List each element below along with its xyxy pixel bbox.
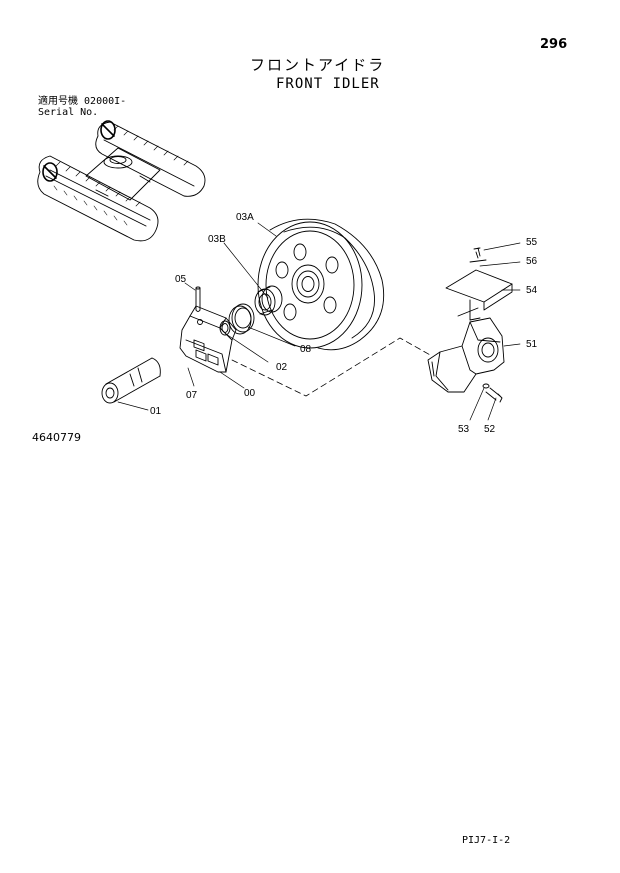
serial-label-english: Serial No. [38, 107, 99, 118]
serial-value: 02000I- [84, 96, 127, 107]
callout-56: 56 [526, 256, 538, 267]
bearing-block [179, 305, 237, 373]
callout-51: 51 [526, 339, 538, 350]
page-number: 296 [540, 37, 568, 52]
bracket-bolt [482, 383, 503, 403]
serial-label-japanese: 適用号機 02000I- [38, 97, 126, 107]
callout-54: 54 [526, 285, 538, 296]
serial-label-jp-text: 適用号機 [38, 96, 78, 107]
callout-03b: 03B [208, 234, 226, 245]
callout-01: 01 [150, 406, 162, 417]
callout-labels: 03A 03B 05 08 02 07 00 01 55 56 54 51 53… [150, 212, 538, 435]
callout-08: 08 [300, 344, 312, 355]
assembly-dashed-line [231, 337, 433, 397]
callout-07: 07 [186, 390, 198, 401]
seal [228, 303, 255, 335]
front-idler-wheel [257, 218, 385, 351]
bushing [254, 285, 283, 316]
callout-53: 53 [458, 424, 470, 435]
document-number: 4640779 [32, 431, 81, 444]
callout-03a: 03A [236, 212, 254, 223]
bolt-and-washer [469, 247, 487, 263]
callout-55: 55 [526, 237, 538, 248]
page-title-japanese: フロントアイドラ [250, 56, 386, 74]
plate [445, 269, 513, 321]
support-bracket [427, 317, 505, 393]
shaft [101, 357, 161, 404]
page-title-english: FRONT IDLER [276, 76, 380, 92]
leader-lines [117, 222, 521, 421]
sheet-code: PIJ7-I-2 [462, 835, 511, 846]
machine-locator-thumbnail [37, 120, 206, 242]
callout-52: 52 [484, 424, 496, 435]
callout-00: 00 [244, 388, 256, 399]
callout-02: 02 [276, 362, 288, 373]
callout-05: 05 [175, 274, 187, 285]
